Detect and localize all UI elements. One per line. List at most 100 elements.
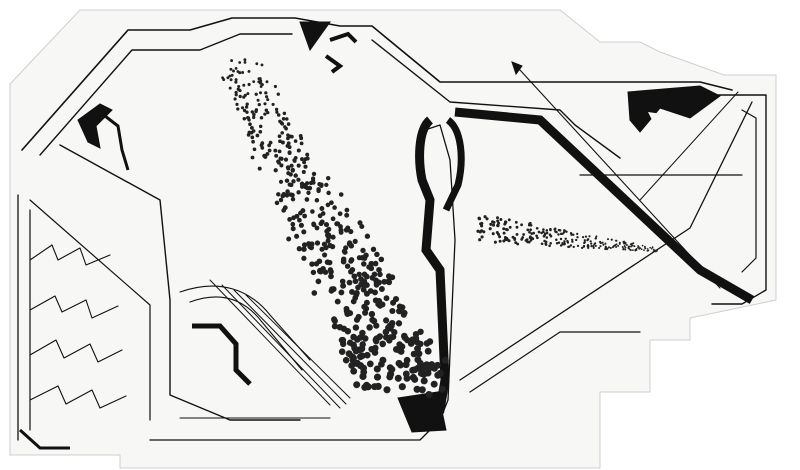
stipple-dot <box>340 282 347 289</box>
stipple-dot <box>624 248 627 251</box>
stipple-dot <box>232 69 235 73</box>
stipple-dot <box>309 261 315 267</box>
stipple-dot <box>351 273 358 280</box>
stipple-dot <box>324 228 330 234</box>
stipple-dot <box>601 241 604 244</box>
stipple-dot <box>283 125 287 129</box>
stipple-dot <box>263 102 267 106</box>
stipple-dot <box>483 215 487 219</box>
left-bracket-2 <box>104 114 130 171</box>
stipple-dot <box>286 141 291 146</box>
stipple-dot <box>345 350 353 358</box>
stipple-dot <box>252 115 256 120</box>
stipple-dot <box>537 230 541 234</box>
stipple-dot <box>247 69 251 73</box>
stipple-dot <box>576 232 579 236</box>
stipple-dot <box>373 322 380 329</box>
stipple-dot <box>409 336 417 344</box>
stipple-dot <box>252 147 257 152</box>
stipple-dot <box>598 246 601 250</box>
stipple-dot <box>352 347 360 355</box>
stipple-dot <box>415 350 423 358</box>
stipple-dot <box>276 159 281 164</box>
stipple-dot <box>296 148 301 153</box>
stipple-dot <box>364 233 371 239</box>
stipple-dot <box>528 230 531 234</box>
stipple-dot <box>254 108 259 112</box>
stipple-dot <box>495 216 500 220</box>
stipple-dot <box>254 92 258 96</box>
stipple-dot <box>230 59 234 63</box>
stipple-dot <box>618 241 621 244</box>
stipple-dot <box>263 154 268 159</box>
stipple-dot <box>290 134 294 139</box>
stipple-dot <box>525 238 529 241</box>
stipple-dot <box>278 119 282 124</box>
stipple-dot <box>307 243 313 250</box>
stipple-dot <box>390 333 397 340</box>
stipple-dot <box>368 260 375 267</box>
stipple-dot <box>363 282 370 289</box>
stipple-dot <box>342 249 348 255</box>
stipple-dot <box>328 288 335 294</box>
stipple-dot <box>587 246 590 250</box>
stipple-dot <box>248 122 252 127</box>
stipple-dot <box>352 278 359 285</box>
stipple-dot <box>280 140 285 145</box>
stipple-dot <box>425 390 433 399</box>
stipple-dot <box>278 197 284 203</box>
stipple-dot <box>569 232 573 235</box>
stipple-dot <box>530 236 534 240</box>
stipple-dot <box>410 350 418 358</box>
stipple-dot <box>246 133 251 137</box>
stipple-dot <box>240 106 245 110</box>
stipple-dot <box>296 190 301 195</box>
stipple-dot <box>247 82 251 87</box>
stipple-dot <box>623 241 626 244</box>
stipple-dot <box>498 239 502 243</box>
stipple-dot <box>629 243 632 246</box>
stipple-dot <box>364 383 372 391</box>
stipple-dot <box>428 361 436 368</box>
stipple-dot <box>356 271 362 278</box>
stipple-dot <box>301 242 308 248</box>
stipple-dot <box>541 230 545 234</box>
stipple-dot <box>644 246 646 249</box>
stipple-dot <box>352 238 358 244</box>
stipple-dot <box>228 74 232 78</box>
stipple-dot <box>278 139 282 144</box>
stipple-dot <box>235 102 239 106</box>
stipple-dot <box>359 341 366 348</box>
stipple-dot <box>236 87 240 91</box>
stipple-dot <box>544 243 548 246</box>
stipple-dot <box>338 289 345 296</box>
stipple-dot <box>497 221 501 225</box>
black-marker-shapes <box>18 21 755 450</box>
stipple-dot <box>289 182 294 188</box>
stipple-dot <box>418 386 426 394</box>
stipple-dot <box>316 187 321 192</box>
stipple-dot <box>281 116 286 121</box>
stipple-dot <box>234 90 238 95</box>
stipple-dot <box>378 256 385 263</box>
stipple-dot <box>506 238 510 242</box>
stipple-dot <box>340 256 347 262</box>
stipple-dot <box>493 240 497 244</box>
stipple-dot <box>599 242 602 245</box>
stipple-dot <box>588 235 591 238</box>
stipple-dot <box>273 168 278 173</box>
stipple-dot <box>293 173 298 178</box>
stipple-dot <box>402 370 410 378</box>
stipple-dot <box>520 237 524 241</box>
stipple-dot <box>255 62 259 66</box>
stipple-dot <box>311 222 317 228</box>
stipple-dot <box>294 213 300 219</box>
stipple-dot <box>654 249 657 252</box>
stipple-dot <box>348 229 354 235</box>
stipple-dot <box>545 229 549 232</box>
stipple-dot <box>265 80 269 84</box>
stipple-dot <box>356 255 363 261</box>
stipple-dot <box>298 210 303 216</box>
stipple-dot <box>361 261 367 267</box>
